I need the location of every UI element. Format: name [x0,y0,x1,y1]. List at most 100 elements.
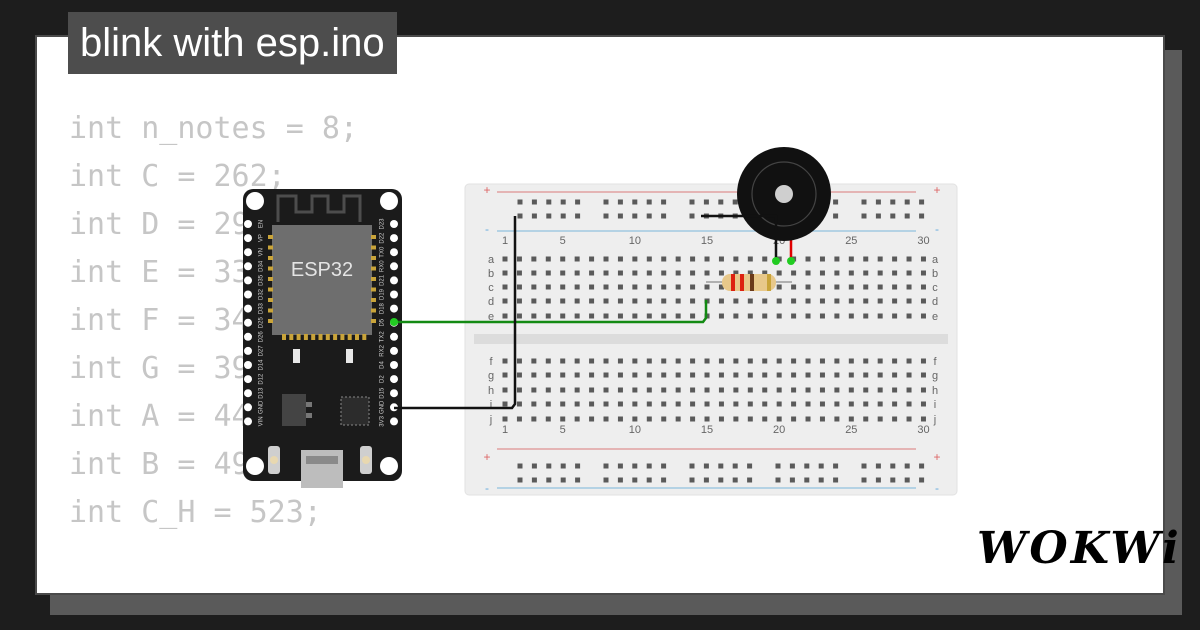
breadboard-hole [560,463,566,469]
breadboard-hole [589,387,595,393]
esp32-board [243,189,402,488]
breadboard-hole [632,372,638,378]
breadboard-hole [531,477,537,483]
breadboard-hole [516,401,522,407]
breadboard-hole [904,199,910,205]
breadboard-hole [661,270,667,276]
esp32-pin [244,290,252,299]
breadboard-hole [863,372,869,378]
esp32-module-pad [311,334,316,340]
esp32-regulator [282,394,306,426]
buzzer-ring [751,161,817,227]
breadboard-hole [574,256,580,262]
breadboard-hole [818,463,824,469]
esp32-led [346,349,353,363]
breadboard-hole [819,387,825,393]
breadboard-hole [516,284,522,290]
breadboard-hole [791,387,797,393]
breadboard-hole [804,477,810,483]
breadboard-hole [546,463,552,469]
breadboard-hole [892,387,898,393]
breadboard-hole [675,270,681,276]
breadboard-hole [775,477,781,483]
esp32-module-pad [268,298,273,302]
breadboard-hole [632,463,638,469]
breadboard-row-label: b [488,268,494,280]
breadboard-hole [762,298,768,304]
breadboard-hole [646,213,652,219]
breadboard-hole [732,477,738,483]
breadboard-row-label: g [932,370,938,382]
code-line: int notes[] = {C, D, E, F, G, A, B, C_H}… [69,585,810,593]
breadboard-hole [675,298,681,304]
breadboard-row-label: b [932,268,938,280]
code-line: int n_notes = 8; [69,111,358,146]
esp32-pin-label: 3V3 [380,415,386,426]
breadboard-hole [863,313,869,319]
breadboard-column-label: 1 [502,235,508,247]
esp32-pin-label: D22 [380,232,386,244]
breadboard-hole [819,358,825,364]
esp32-pin-label: D35 [259,274,265,286]
breadboard-hole [833,199,839,205]
breadboard-hole [661,313,667,319]
breadboard-hole [762,372,768,378]
breadboard-hole [833,477,839,483]
breadboard-hole [516,387,522,393]
breadboard-hole [789,463,795,469]
breadboard-hole [877,270,883,276]
breadboard-hole [502,298,508,304]
breadboard-hole [892,284,898,290]
esp32-pin [390,361,398,369]
breadboard-hole [863,284,869,290]
esp32-pin [390,262,398,271]
breadboard-hole [906,372,912,378]
esp32-mount-hole [246,192,264,210]
rail-sign-label: - [485,222,489,236]
breadboard-hole [920,270,926,276]
esp32-pin-label: D2 [380,375,386,383]
breadboard-hole [516,313,522,319]
breadboard-row-label: h [932,385,938,397]
breadboard-hole [531,199,537,205]
esp32-pin-label: GND [380,400,386,414]
breadboard-hole [531,313,537,319]
breadboard-hole [747,358,753,364]
breadboard-hole [675,256,681,262]
breadboard-hole [531,463,537,469]
esp32-pin [244,276,252,285]
breadboard-hole [861,199,867,205]
breadboard-hole [861,477,867,483]
buzzer [737,147,831,261]
breadboard-hole [861,463,867,469]
breadboard-hole [805,372,811,378]
breadboard-hole [632,298,638,304]
esp32-module-pad [268,319,273,323]
breadboard-hole [516,358,522,364]
breadboard-pin-highlight [772,257,780,265]
rail-sign-label: + [483,183,490,197]
esp32-module-pad [371,266,376,271]
breadboard-hole [646,256,652,262]
breadboard-hole [762,358,768,364]
breadboard-hole [733,401,739,407]
breadboard-hole [805,256,811,262]
breadboard-hole [818,477,824,483]
breadboard-hole [603,477,609,483]
breadboard-hole [848,298,854,304]
breadboard-hole [875,463,881,469]
esp32-module-pad [268,308,273,313]
breadboard-hole [646,358,652,364]
breadboard-hole [516,372,522,378]
breadboard-hole [646,401,652,407]
breadboard-hole [617,313,623,319]
breadboard-row-label: e [932,311,938,323]
breadboard-hole [762,256,768,262]
breadboard-hole [805,298,811,304]
breadboard-hole [661,256,667,262]
breadboard-hole [920,298,926,304]
breadboard-hole [920,256,926,262]
breadboard-hole [617,199,623,205]
breadboard-hole [603,401,609,407]
